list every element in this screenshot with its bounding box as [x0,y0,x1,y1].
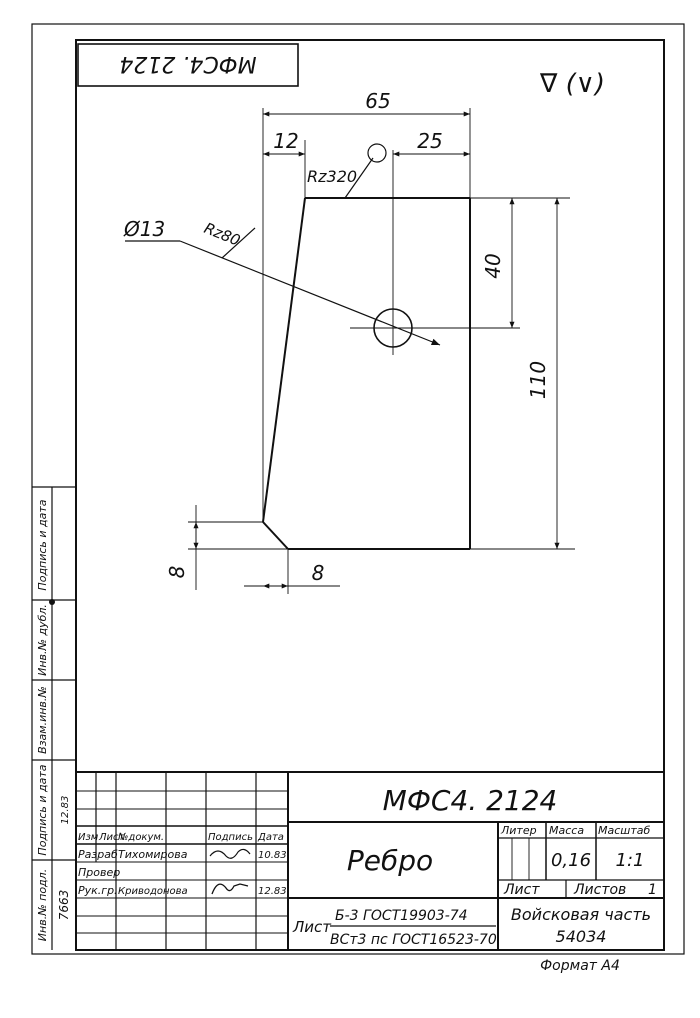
side-stamp: Инв.№ подл. Подпись и дата Взам.инв.№ Ин… [32,486,76,950]
role-dev: Разраб [78,848,118,861]
dim-chamfer-horizontal: 8 [312,561,325,585]
hole-diameter: Ø13 [123,217,165,241]
hdr-date: Дата [257,832,284,843]
side-sig-date: 12.83 [60,796,71,825]
mass-value: 0,16 [551,850,591,871]
role-head: Рук.гр. [78,884,118,897]
sheet-label: Лист [503,882,540,898]
designation: МФС4. 2124 [383,784,558,817]
side-field-2: Подпись и дата [36,764,49,855]
org-line-2: 54034 [556,927,607,946]
dim-hole-top: 40 [481,253,505,278]
name-head: Криводонова [118,886,188,897]
sheets-label: Листов [573,882,626,898]
hdr-izm: Изм [78,832,99,843]
roughness-rz320: Rz320 [307,167,357,186]
dim-chamfer-vertical: 8 [165,566,189,579]
side-field-4: Инв.№ дубл. [36,604,49,676]
title-block: Изм Лист №докум. Подпись Дата Разраб Тих… [76,771,664,950]
role-check: Провер [78,866,120,879]
dim-hole-right: 25 [417,129,442,153]
side-field-5: Подпись и дата [36,499,49,590]
mirrored-code: МФС4. 2124 [119,51,256,76]
dim-left-offset: 12 [273,129,298,153]
part-name: Ребро [347,844,433,877]
dim-height: 110 [526,361,550,399]
mirrored-code-box [77,43,299,87]
signature-dev [209,848,251,859]
material-line-2: ВСт3 пс ГОСТ16523-70 [330,932,497,948]
dim-total-width: 65 [365,89,390,113]
side-inv-number: 7663 [57,890,71,921]
hdr-doc: №докум. [117,832,164,843]
scale-value: 1:1 [616,850,645,871]
outer-border [31,23,685,955]
side-field-1: Инв.№ подл. [36,869,49,941]
signature-head [211,883,249,895]
date-head: 12.83 [258,886,287,897]
drawing-frame [75,39,665,951]
material-line-1: Б-3 ГОСТ19903-74 [335,908,468,924]
hdr-sign: Подпись [208,832,253,843]
roughness-mark: ∇ (∨) [539,69,605,99]
date-dev: 10.83 [258,850,287,861]
hdr-lit: Литер [500,824,537,837]
material-prefix: Лист [292,918,332,936]
side-field-3: Взам.инв.№ [36,686,49,754]
roughness-rz80: Rz80 [202,219,243,250]
hdr-list: Лист [98,832,126,843]
org-line-1: Войсковая часть [511,905,651,924]
name-dev: Тихомирова [118,848,188,861]
sheets-count: 1 [648,882,657,898]
format-label: Формат А4 [540,958,620,974]
part-outline [262,197,471,550]
hdr-scale: Масштаб [598,824,650,837]
hdr-mass: Масса [549,824,584,837]
